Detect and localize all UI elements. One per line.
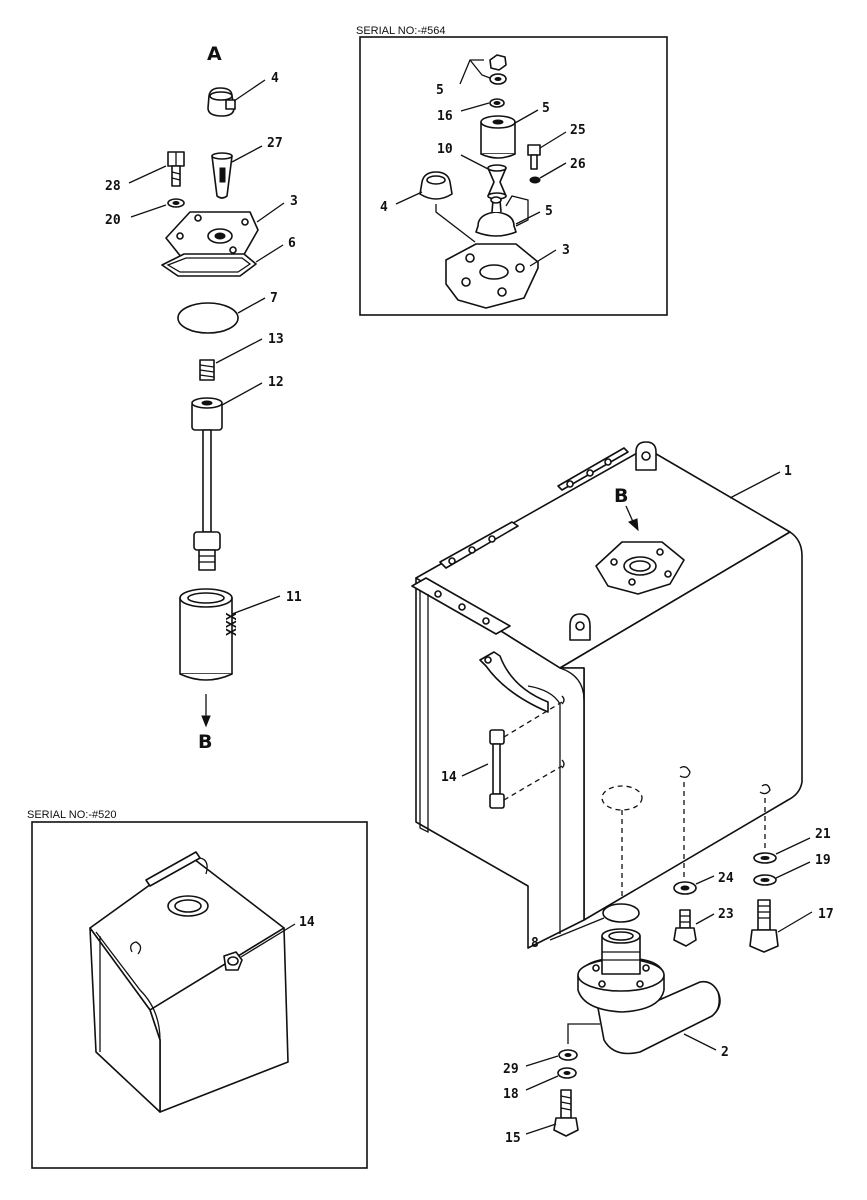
callout-s5c: 5	[545, 204, 553, 219]
fitting-part-23	[673, 909, 697, 947]
callout-t19: 19	[815, 853, 831, 868]
callout-s3: 3	[562, 243, 570, 258]
plug-part-27	[211, 152, 233, 199]
nut-part-5-top	[489, 54, 507, 85]
cap-part-4-inset	[419, 171, 453, 200]
callout-a13: 13	[268, 332, 284, 347]
bolt-part-15	[553, 1089, 579, 1137]
filter-element-part-11: XXX	[179, 588, 240, 681]
callout-a11: 11	[286, 590, 302, 605]
callout-t15: 15	[505, 1131, 521, 1146]
callout-s10: 10	[437, 142, 453, 157]
callout-t21: 21	[815, 827, 831, 842]
callout-a6: 6	[288, 236, 296, 251]
serial-number-520: SERIAL NO:-#520	[27, 809, 116, 821]
callout-t23: 23	[718, 907, 734, 922]
callout-s16: 16	[437, 109, 453, 124]
base-mount-part-5	[475, 196, 517, 237]
callout-a3: 3	[290, 194, 298, 209]
inset-frame-564	[359, 36, 668, 316]
rod-assembly-part-12	[191, 397, 223, 571]
callout-a20: 20	[105, 213, 121, 228]
callout-a12: 12	[268, 375, 284, 390]
callout-a27: 27	[267, 136, 283, 151]
callout-b14: 14	[299, 915, 315, 930]
view-b-label-tank: B	[614, 485, 628, 507]
callout-t8: 8	[531, 936, 539, 951]
fitting-part-17	[749, 899, 779, 953]
rubber-mount-part-5	[480, 115, 516, 159]
sight-gauge-part-14	[489, 695, 565, 809]
callout-t17: 17	[818, 907, 834, 922]
tank-outlet-outline	[601, 785, 643, 811]
callout-t29: 29	[503, 1062, 519, 1077]
callout-s5b: 5	[542, 101, 550, 116]
callout-s26: 26	[570, 157, 586, 172]
callout-a7: 7	[270, 291, 278, 306]
gasket-part-6	[161, 253, 257, 277]
flange-plate-part-3-inset	[445, 243, 539, 309]
spring-part-13	[199, 359, 215, 381]
callout-t24: 24	[718, 871, 734, 886]
bolt-part-25	[527, 144, 541, 170]
serial-number-564: SERIAL NO:-#564	[356, 25, 445, 37]
flange-plate-part-3	[165, 211, 259, 259]
callout-s4: 4	[380, 200, 388, 215]
cap-part-4	[207, 87, 236, 117]
hydraulic-tank-part-1	[411, 441, 803, 949]
inset-frame-520	[31, 821, 368, 1169]
callout-t14: 14	[441, 770, 457, 785]
view-a-label: A	[207, 43, 222, 65]
callout-t2: 2	[721, 1045, 729, 1060]
washer-part-26	[529, 176, 541, 184]
spacer-part-10	[487, 164, 507, 200]
view-b-label-bottom: B	[198, 731, 212, 753]
callout-a4: 4	[271, 71, 279, 86]
tank-variant-520	[89, 851, 289, 1113]
callout-s25: 25	[570, 123, 586, 138]
o-ring-part-7	[177, 302, 239, 334]
callout-t18: 18	[503, 1087, 519, 1102]
gasket-part-8	[602, 903, 640, 923]
elbow-pipe-part-2	[577, 928, 721, 1055]
callout-s5a: 5	[436, 83, 444, 98]
bolt-part-28	[167, 151, 185, 187]
callout-a28: 28	[105, 179, 121, 194]
callout-t1: 1	[784, 464, 792, 479]
filter-marking: XXX	[225, 612, 240, 636]
